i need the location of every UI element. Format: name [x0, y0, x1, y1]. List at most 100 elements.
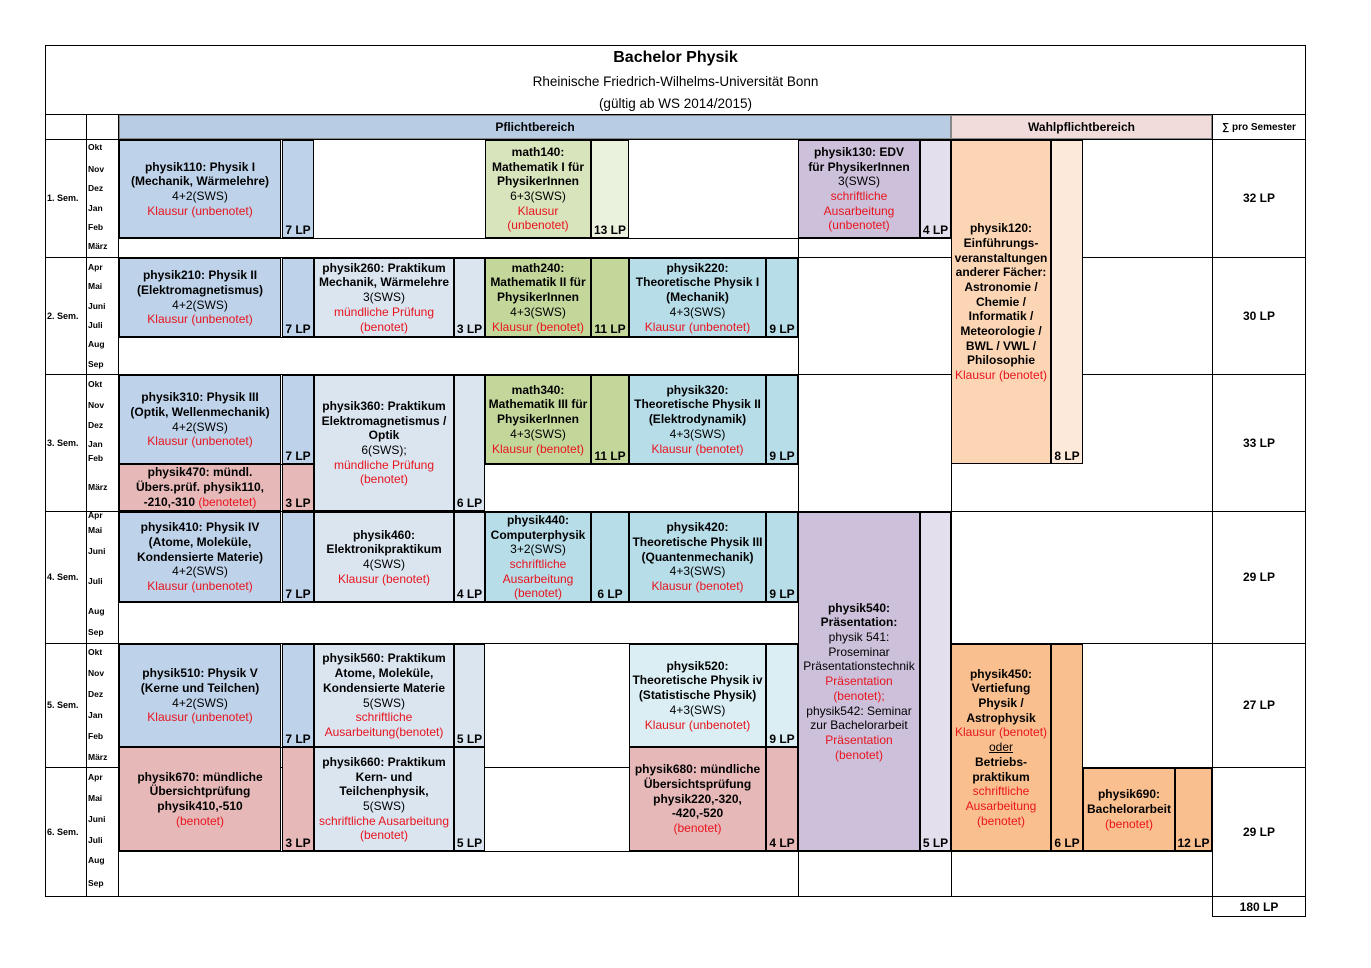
module-text-line: zur Bachelorarbeit	[810, 718, 908, 733]
month-label: Mai	[88, 525, 103, 535]
module-credits: 7 LP	[282, 140, 314, 238]
month-label: Juli	[88, 835, 103, 845]
module-text-line: physik110: Physik I	[144, 159, 256, 174]
row-line	[45, 374, 1306, 375]
module-text-line: physik310: Physik III	[141, 390, 259, 405]
semester-total: 27 LP	[1242, 698, 1275, 712]
module-text-line: Präsentationstechnik	[803, 659, 915, 674]
module-text-line: schriftliche	[355, 710, 413, 725]
module-text-line: physik542: Seminar	[806, 703, 912, 718]
module-text-line: Elektromagnetismus /	[321, 413, 447, 428]
module-110: physik110: Physik I(Mechanik, Wärmelehre…	[119, 140, 281, 238]
module-text-line: Klausur (benotet)	[954, 725, 1048, 740]
month-label: Feb	[88, 731, 104, 741]
sub-row-line	[118, 238, 951, 239]
module-text-line: Betriebs-	[974, 754, 1027, 769]
module-credits: 9 LP	[766, 512, 798, 602]
module-520: physik520:Theoretische Physik iv(Statist…	[629, 644, 766, 747]
module-text-line: Kondensierte Materie	[322, 680, 446, 695]
module-text-line: Proseminar	[828, 644, 890, 659]
month-label: Jan	[88, 439, 103, 449]
module-text-line: (benotet)	[359, 828, 409, 843]
module-text-line: 5(SWS)	[363, 695, 405, 710]
module-text-line: Informatik /	[968, 309, 1034, 324]
module-credits: 5 LP	[454, 644, 485, 747]
module-text-line: Kern- und	[355, 769, 413, 784]
module-text-line: (benotet)	[513, 586, 563, 601]
module-text-line: BWL / VWL /	[965, 338, 1037, 353]
module-text-line: 4+3(SWS)	[669, 702, 726, 717]
module-text-line: Atome, Moleküle,	[334, 666, 434, 681]
module-credits: 7 LP	[282, 258, 314, 337]
module-text-line: oder	[988, 740, 1014, 755]
module-text-line: physik120:	[969, 221, 1033, 236]
month-label: Jan	[88, 203, 103, 213]
module-credits: 3 LP	[454, 258, 485, 337]
module-text-line: math340:	[511, 382, 565, 397]
module-text-line: Präsentation	[825, 732, 893, 747]
module-text-line: Mechanik, Wärmelehre	[318, 275, 450, 290]
module-text-line: physik470: mündl.	[147, 465, 253, 480]
module-text-line: 4+2(SWS)	[172, 695, 228, 710]
month-label: März	[88, 752, 108, 762]
module-credits: 11 LP	[591, 258, 629, 337]
month-label: Dez	[88, 183, 104, 193]
month-label: Juli	[88, 320, 103, 330]
module-text-line: physik 541:	[828, 630, 890, 645]
module-text-line: Elektronikpraktikum	[326, 542, 442, 557]
month-col-line	[118, 114, 119, 897]
module-text-line: Klausur (unbenotet)	[147, 579, 253, 594]
module-text-line: physik320:	[666, 382, 729, 397]
module-text-line: Klausur (benotet)	[651, 579, 744, 594]
semester-total: 33 LP	[1242, 435, 1275, 450]
month-label: Dez	[88, 420, 104, 430]
module-text-line: schriftliche	[509, 557, 567, 571]
sub-row-line	[118, 851, 1212, 852]
semester-total: 29 LP	[1242, 825, 1275, 839]
module-text-line: -210,-310 (benotetet)	[144, 495, 257, 510]
module-text-line: PhysikerInnen	[496, 412, 580, 427]
module-text-line: Computerphysik	[490, 527, 586, 542]
module-text-line: physik130: EDV	[813, 144, 905, 159]
module-text-line: Mathematik II für	[490, 275, 586, 290]
module-credits: 4 LP	[920, 140, 951, 238]
month-label: Sep	[88, 878, 104, 888]
module-credits: 4 LP	[766, 747, 798, 851]
module-text-line: 3+2(SWS)	[510, 542, 566, 557]
module-text-line: 4+3(SWS)	[510, 304, 566, 319]
module-text-line: Klausur (benotet)	[491, 441, 585, 456]
semester-label: 2. Sem.	[47, 310, 79, 321]
semester-label: 4. Sem.	[47, 572, 79, 582]
module-text-line: physik410: Physik IV	[140, 520, 260, 535]
module-text-line: Philosophie	[966, 353, 1035, 368]
module-text-line: (Kerne und Teilchen)	[140, 680, 260, 695]
module-credits: 6 LP	[1051, 644, 1083, 851]
module-text-line: 6+3(SWS)	[510, 189, 566, 203]
month-label: Aug	[88, 339, 105, 349]
semester-label: 3. Sem.	[47, 437, 79, 448]
module-text-line: 4+3(SWS)	[669, 426, 726, 441]
module-text-line: mündliche Prüfung	[333, 304, 435, 319]
module-text-line: schriftliche Ausarbeitung	[318, 813, 450, 828]
row-line	[45, 511, 1306, 512]
module-text-line: 4+2(SWS)	[172, 564, 228, 579]
row-line	[45, 257, 1306, 258]
module-text-line: (benotet)	[359, 319, 409, 334]
month-label: Juni	[88, 546, 106, 556]
module-220: physik220:Theoretische Physik I(Mechanik…	[629, 258, 766, 337]
module-text-line: (Atome, Moleküle,	[148, 534, 252, 549]
month-label: Sep	[88, 627, 104, 637]
module-text-line: Klausur (unbenotet)	[147, 203, 253, 218]
module-credits: 4 LP	[454, 512, 485, 602]
module-text-line: math140:	[511, 144, 565, 159]
module-text-line: Ausarbeitung(benotet)	[324, 724, 444, 739]
semester-label: 5. Sem.	[47, 700, 79, 710]
month-label: Sep	[88, 359, 104, 369]
module-text-line: (benotet)	[359, 472, 409, 487]
module-credits: 5 LP	[920, 512, 951, 851]
